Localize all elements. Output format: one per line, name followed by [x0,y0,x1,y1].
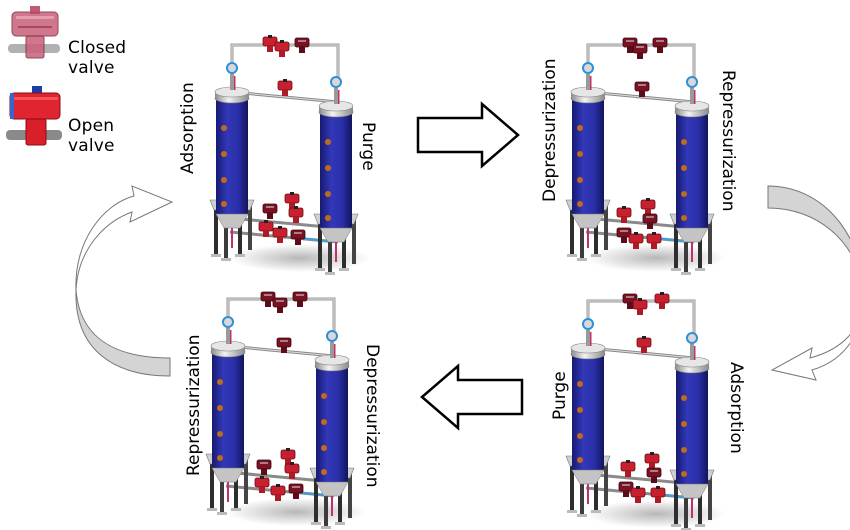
bed-label-left: Depressurization [540,58,560,202]
legend: Closed valve Open valve [4,6,204,156]
legend-label: Open valve [68,116,115,156]
bed-label-left: Purge [550,371,570,420]
curved-arrow-up-icon [75,185,174,377]
bed-label-right: Repressurization [718,70,738,212]
curved-arrow-down-icon [767,185,850,381]
psa-panel-bottom-left [200,290,370,520]
closed-valve-icon [8,6,60,59]
legend-label: Closed valve [68,38,127,78]
psa-panel-top-left [200,30,370,260]
psa-unit-illustration [200,291,370,520]
open-valve-icon [6,86,62,146]
arrow-left-icon [420,363,524,431]
psa-panel-top-right [560,34,730,264]
psa-unit-illustration [566,291,736,522]
bed-label-left: Repressurization [184,334,204,476]
bed-label-right: Adsorption [726,362,746,454]
bed-label-right: Purge [358,122,378,171]
psa-panel-bottom-right [566,291,736,522]
bed-label-left: Adsorption [178,82,198,174]
psa-unit-illustration [200,34,370,260]
arrow-right-icon [416,101,520,169]
bed-label-right: Depressurization [362,344,382,488]
psa-unit-illustration [560,37,730,264]
